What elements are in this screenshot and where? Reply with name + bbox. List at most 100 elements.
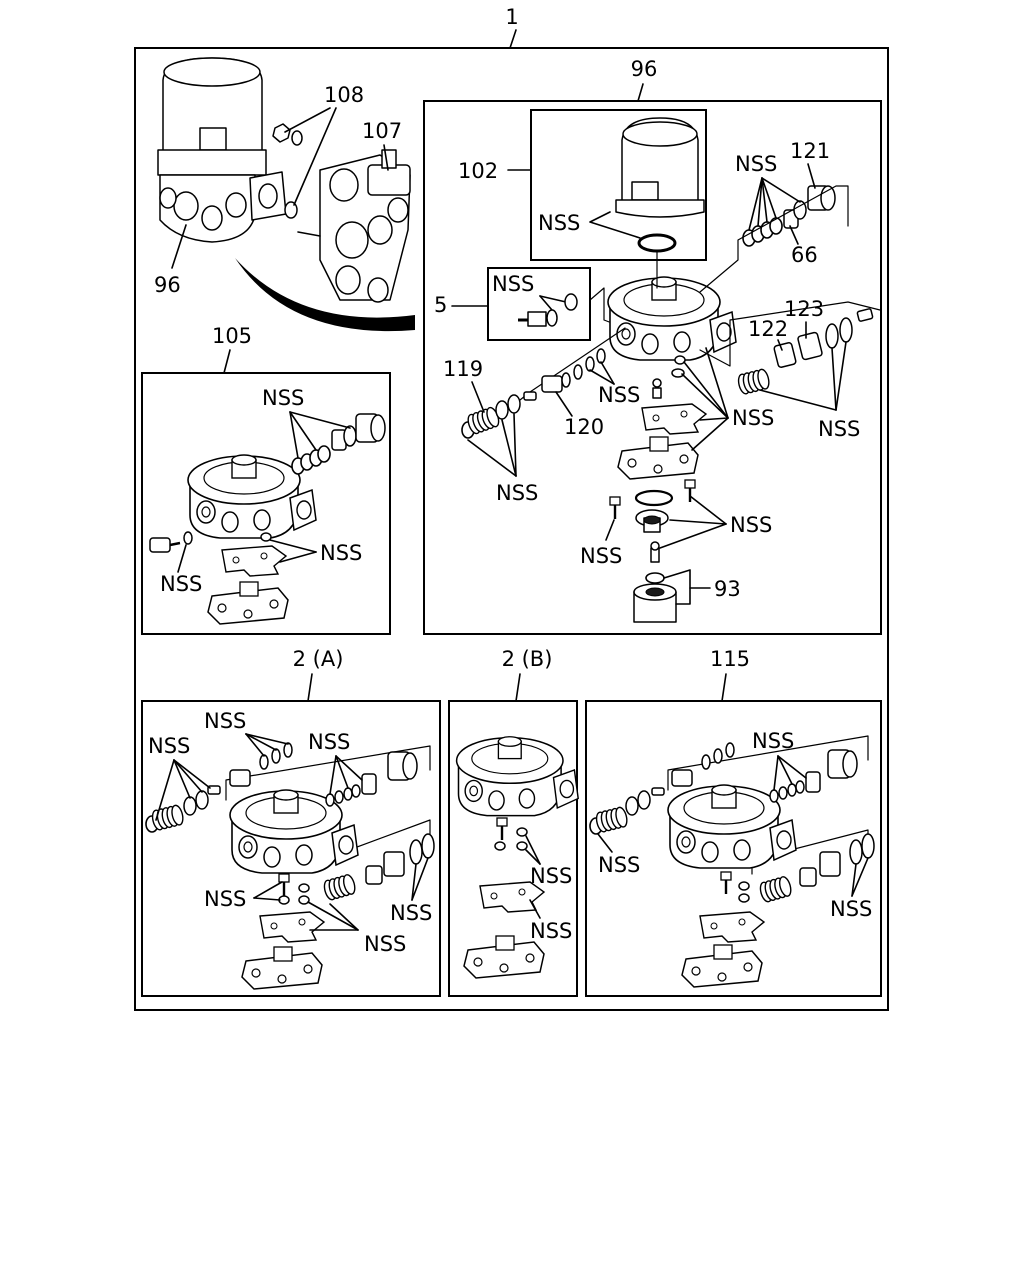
leader-kit-5-nss-a xyxy=(539,295,553,311)
kit-2a-cover xyxy=(241,946,323,990)
label-k115-nss-3: NSS xyxy=(830,897,872,921)
label-valve-107: 107 xyxy=(362,119,402,143)
leader-k2a-5-b xyxy=(411,857,429,901)
leader-nss-vr-b xyxy=(669,519,727,525)
label-k2a-nss-6: NSS xyxy=(364,932,406,956)
leader-k115-1-b xyxy=(777,755,793,785)
label-kit-115: 115 xyxy=(710,647,750,671)
label-nss-body: NSS xyxy=(732,406,774,430)
exhaust-valve-stack xyxy=(608,478,697,623)
leader-k105-left xyxy=(177,544,187,573)
label-kit-1: 1 xyxy=(505,5,518,29)
kit-2a-frame xyxy=(141,700,441,997)
leader-nss-screw xyxy=(605,519,615,541)
leader-k2a-6-b xyxy=(329,903,359,931)
leader-k2b-1-b xyxy=(525,849,541,865)
leader-nss-body-a xyxy=(705,347,729,419)
label-k105-nss-right: NSS xyxy=(320,541,362,565)
leader-k2a-4-a xyxy=(253,881,283,899)
axis-122-123 xyxy=(699,301,881,367)
label-k2b-nss-2: NSS xyxy=(530,919,572,943)
label-nut-108: 108 xyxy=(324,83,364,107)
leader-k2a-3-b xyxy=(335,755,349,789)
leader-k105-top-c xyxy=(289,411,351,429)
leader-k2a-6-a xyxy=(307,901,359,931)
leader-k2b-2 xyxy=(529,899,541,919)
leader-nss-right-c xyxy=(835,341,847,411)
leader-k115-3-a xyxy=(851,863,857,897)
label-part-119: 119 xyxy=(443,357,483,381)
label-part-66: 66 xyxy=(791,243,818,267)
leader-k2a-2-b xyxy=(245,733,277,751)
leader-nss-vr-c xyxy=(659,523,727,549)
kit-115-parts xyxy=(589,742,875,904)
label-assembly-96-left: 96 xyxy=(154,273,181,297)
kit-105-gasket xyxy=(221,545,287,577)
leader-k2a-1-c xyxy=(173,759,203,793)
leader-k2a-3-a xyxy=(329,755,337,795)
leader-kit-2b xyxy=(515,673,521,702)
leader-k2a-1-a xyxy=(155,759,175,821)
leader-66 xyxy=(789,225,799,245)
leader-93 xyxy=(663,569,691,605)
label-nss-top: NSS xyxy=(735,152,777,176)
leader-k105-right-a xyxy=(269,539,317,553)
body-lower-parts xyxy=(652,355,686,399)
kit-2a-axis-top xyxy=(225,745,431,801)
kit-115-cover xyxy=(681,944,763,988)
leader-nss-top-b xyxy=(757,177,763,227)
leader-nss-body-c xyxy=(681,373,729,419)
leader-k105-right-b xyxy=(279,551,317,563)
label-kit-2b: 2 (B) xyxy=(502,647,553,671)
leader-nss-right-b xyxy=(831,347,837,411)
leader-nss-bl-b xyxy=(501,419,517,477)
label-kit-105: 105 xyxy=(212,324,252,348)
cartridge-102-frame xyxy=(530,109,707,261)
kit-115-axis-top xyxy=(667,735,869,791)
label-assembly-96: 96 xyxy=(631,57,658,81)
leader-121 xyxy=(807,163,816,189)
kit-2a-gasket xyxy=(259,911,325,943)
kit-2b-body xyxy=(455,735,579,817)
leader-108-a xyxy=(284,107,331,133)
part-122-123-group xyxy=(736,308,874,396)
label-nss-right: NSS xyxy=(818,417,860,441)
leader-120 xyxy=(555,391,573,417)
label-part-123: 123 xyxy=(784,297,824,321)
leader-k2a-4-b xyxy=(253,897,281,901)
leader-kit-2a xyxy=(307,673,313,702)
label-kit-5-nss: NSS xyxy=(492,272,534,296)
leader-k2a-2-c xyxy=(245,733,289,745)
label-part-120: 120 xyxy=(564,415,604,439)
leader-nss-right-a xyxy=(759,389,837,411)
kit-5-frame xyxy=(487,267,591,341)
label-kit-5: 5 xyxy=(434,293,447,317)
leader-122 xyxy=(777,339,783,351)
leader-nss-top-a xyxy=(748,177,763,231)
kit-105-parts xyxy=(149,413,386,553)
leader-96-left xyxy=(171,224,187,269)
leader-k115-1-c xyxy=(777,755,807,779)
leader-nss-top-d xyxy=(761,177,777,219)
label-kit-2a: 2 (A) xyxy=(293,647,344,671)
label-k2a-nss-2: NSS xyxy=(204,709,246,733)
label-nss-screw: NSS xyxy=(580,544,622,568)
label-k115-nss-2: NSS xyxy=(598,853,640,877)
leader-k105-top-a xyxy=(289,411,299,459)
label-part-121: 121 xyxy=(790,139,830,163)
leader-k2a-1-d xyxy=(173,759,211,789)
label-k2a-nss-3: NSS xyxy=(308,730,350,754)
leader-nss-mid-b xyxy=(600,361,615,385)
label-k2b-nss-1: NSS xyxy=(530,864,572,888)
kit-105-cover xyxy=(207,581,289,625)
leader-nss-top-c xyxy=(761,177,768,223)
label-nss-bottom-left: NSS xyxy=(496,481,538,505)
leader-k2a-2-a xyxy=(245,733,265,757)
leader-k2b-1-a xyxy=(525,835,541,865)
leader-96 xyxy=(637,83,644,102)
leader-nss-mid-a xyxy=(589,369,615,385)
leader-kit-1 xyxy=(509,29,517,49)
leader-k2a-3-c xyxy=(335,755,363,781)
label-nss-mid: NSS xyxy=(598,383,640,407)
